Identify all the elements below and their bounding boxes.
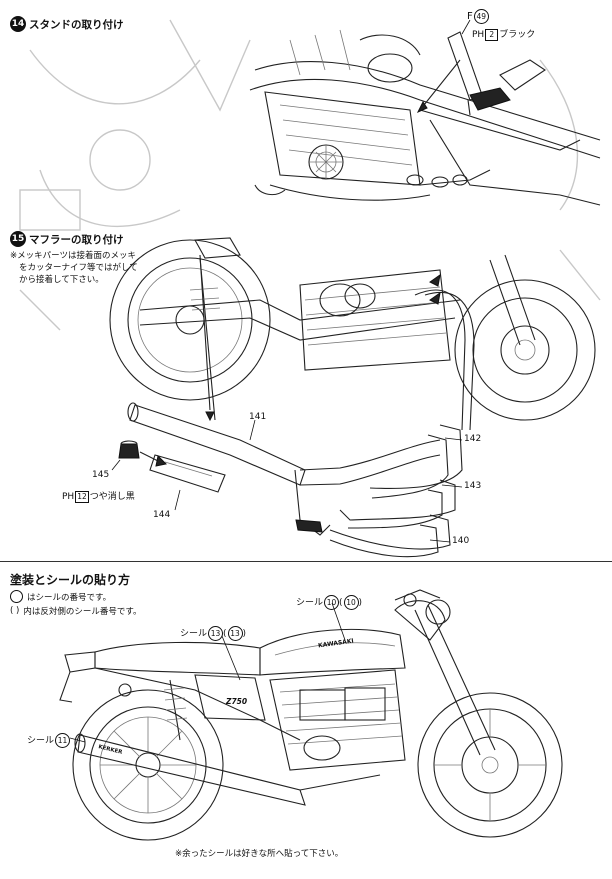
step15-paint-prefix: PH <box>62 492 75 502</box>
part-144-label: 144 <box>153 510 171 520</box>
part-143-label: 143 <box>464 481 482 491</box>
step15-title: マフラーの取り付け <box>29 233 124 246</box>
step15-paint-code: 12 <box>75 490 89 503</box>
part-141-label: 141 <box>249 412 267 422</box>
step15-note-line1: ※メッキパーツは接着面のメッキ <box>10 251 136 261</box>
step15-note-line2: をカッターナイフ等ではがして <box>19 263 138 273</box>
step14-title: スタンドの取り付け <box>29 18 124 31</box>
seal-mid-word: シール <box>180 629 208 639</box>
seal-mid-num: 13 <box>208 626 224 641</box>
bleed-through-ghost <box>19 19 601 331</box>
seal-left-word: シール <box>27 736 55 746</box>
part-140-label: 140 <box>452 536 470 546</box>
legend-opposite-side-text: 内は反対側のシール番号です。 <box>23 607 142 617</box>
legend-seal-number-text: はシールの番号です。 <box>27 592 112 603</box>
part-145-label: 145 <box>92 470 110 480</box>
seal-mid-alt: 13 <box>227 626 243 641</box>
legend-opposite-side: ( ) 内は反対側のシール番号です。 <box>10 605 142 617</box>
painting-section-title: 塗装とシールの貼り方 <box>10 573 131 587</box>
step15-drawing <box>109 237 596 558</box>
legend-paren-symbol: ( ) <box>10 606 20 616</box>
finished-bike-drawing <box>59 589 563 841</box>
step14-header: 14 スタンドの取り付け <box>10 16 124 32</box>
step14-number: 14 <box>10 16 26 32</box>
step14-drawing <box>249 19 601 206</box>
leftover-seal-note: ※余ったシールは好きな所へ貼って下さい。 <box>175 849 344 859</box>
step14-paint-prefix: PH <box>472 30 485 40</box>
step15-header: 15 マフラーの取り付け <box>10 231 124 247</box>
step14-part-num: 49 <box>473 9 489 24</box>
step14-part-letter: F <box>467 11 473 22</box>
legend-circle-symbol <box>10 590 23 603</box>
section-divider <box>0 561 612 562</box>
seal-top-alt: 10 <box>343 595 359 610</box>
seal-top-word: シール <box>296 598 324 608</box>
step14-paint-code: 2 <box>485 28 499 41</box>
step15-note-line3: から接着して下さい。 <box>19 275 104 285</box>
step15-number: 15 <box>10 231 26 247</box>
seal-top-num: 10 <box>324 595 340 610</box>
legend-seal-number: はシールの番号です。 <box>10 590 111 603</box>
step14-paint-name: ブラック <box>499 30 536 40</box>
step15-paint-name: つや消し黒 <box>89 492 135 502</box>
step15-note: ※メッキパーツは接着面のメッキ をカッターナイフ等ではがして から接着して下さい… <box>10 250 138 286</box>
side-cover-badge: Z750 <box>226 697 248 706</box>
part-142-label: 142 <box>464 434 482 444</box>
seal-left-num: 11 <box>55 733 71 748</box>
